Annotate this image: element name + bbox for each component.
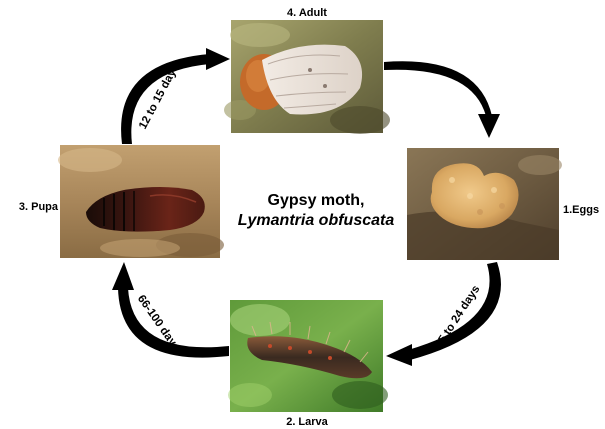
arrow-eggs-to-larva bbox=[386, 262, 501, 366]
diagram-title-species: Lymantria obfuscata bbox=[238, 212, 395, 229]
stage-label-eggs: 1.Eggs bbox=[563, 204, 599, 216]
larva-photo bbox=[228, 300, 388, 412]
arrow-pupa-to-adult bbox=[121, 48, 230, 144]
diagram-title-line1: Gypsy moth, bbox=[268, 192, 365, 209]
pupa-photo bbox=[58, 145, 224, 258]
eggs-photo bbox=[407, 148, 562, 260]
arrow-adult-to-eggs bbox=[384, 61, 500, 138]
adult-photo bbox=[224, 20, 390, 134]
stage-label-larva: 2. Larva bbox=[286, 416, 328, 428]
stage-label-pupa: 3. Pupa bbox=[19, 201, 59, 213]
stage-label-adult: 4. Adult bbox=[287, 7, 327, 19]
